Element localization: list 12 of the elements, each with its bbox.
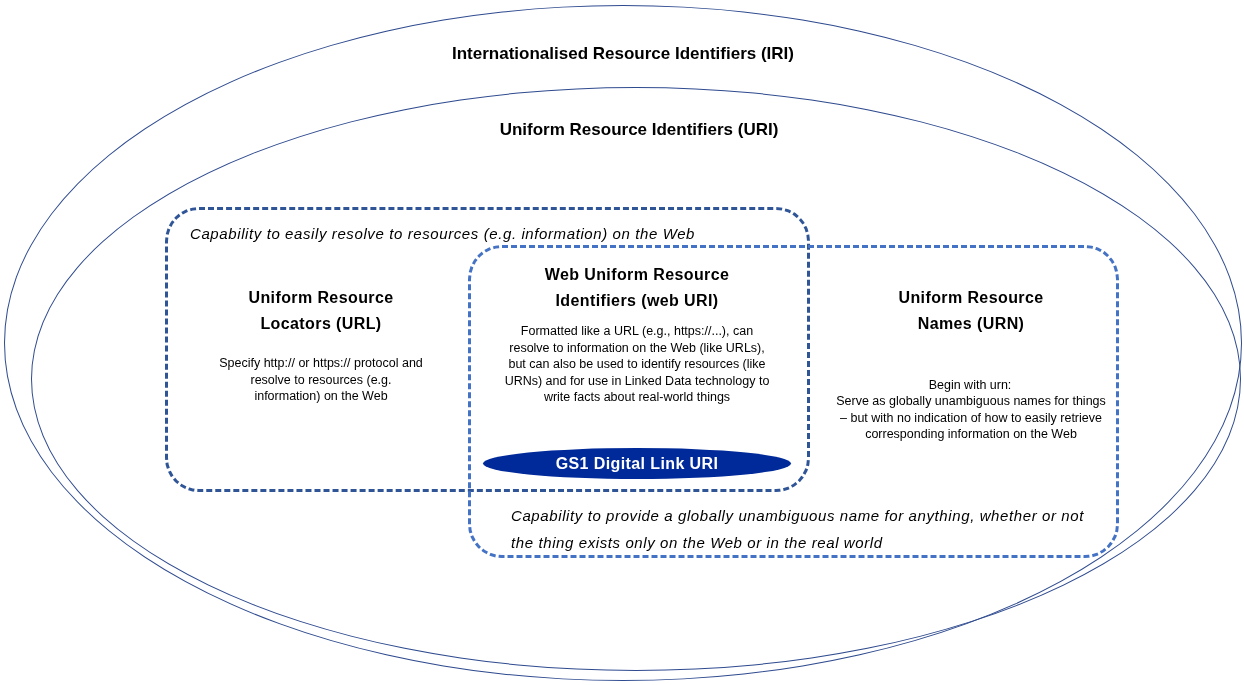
set-title: Internationalised Resource Identifiers (IRI) [451, 43, 795, 65]
set-title: Uniform Resource Identifiers (URI) [498, 119, 780, 141]
section-heading: Uniform Resource Names (URN) [897, 288, 1045, 334]
section-heading: Web Uniform Resource Identifiers (web URI) [543, 265, 731, 311]
ellipse-label: GS1 Digital Link URI [555, 453, 719, 474]
description-text: Serve as globally unambiguous names for things – but with no indication of how to easily retrieve corresponding information on the Web [835, 393, 1107, 443]
capability-text: Capability to provide a globally unambiguous name for anything, whether or not the thing exists only on the Web or in the real world [511, 506, 1085, 553]
description-text: Formatted like a URL (e.g., https://...), can resolve to information on the Web (like URLs), but can also be used to identify resources (like URNs) and for use in Linked Data technology to write facts about real-world things [503, 323, 771, 406]
capability-text: Capability to easily resolve to resources (e.g. information) on the Web [190, 224, 697, 244]
section-heading: Uniform Resource Locators (URL) [247, 288, 395, 334]
description-text: Begin with urn: [927, 377, 1013, 394]
description-text: Specify http:// or https:// protocol and resolve to resources (e.g. information) on the Web [218, 355, 424, 405]
